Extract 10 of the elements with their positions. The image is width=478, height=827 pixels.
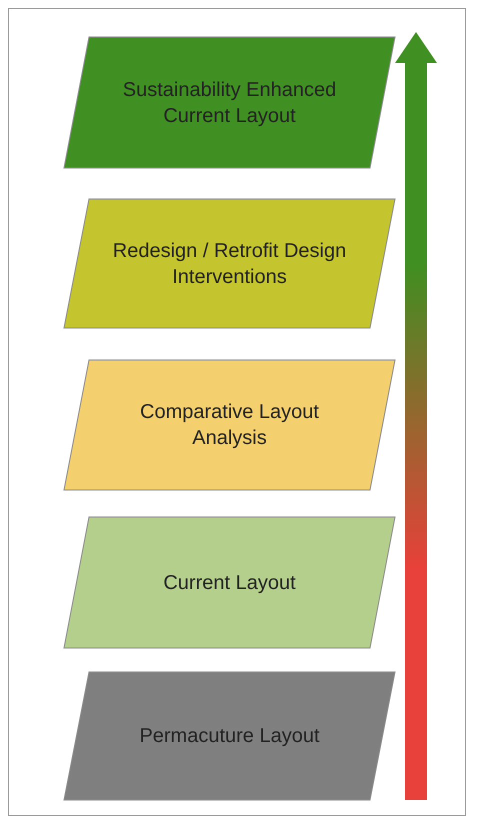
parallelogram-step: [63, 516, 396, 649]
step-label: Permacuture Layout: [138, 724, 321, 749]
parallelogram-step: [63, 36, 396, 169]
step-label: Sustainability Enhanced Current Layout: [122, 78, 338, 128]
step-label: Comparative Layout Analysis: [139, 400, 320, 451]
parallelogram-step: [63, 359, 396, 491]
parallelogram-step: [63, 198, 396, 329]
parallelogram-step: [63, 671, 396, 801]
step-label: Redesign / Retrofit Design Interventions: [112, 238, 348, 290]
step-label: Current Layout: [162, 570, 297, 596]
